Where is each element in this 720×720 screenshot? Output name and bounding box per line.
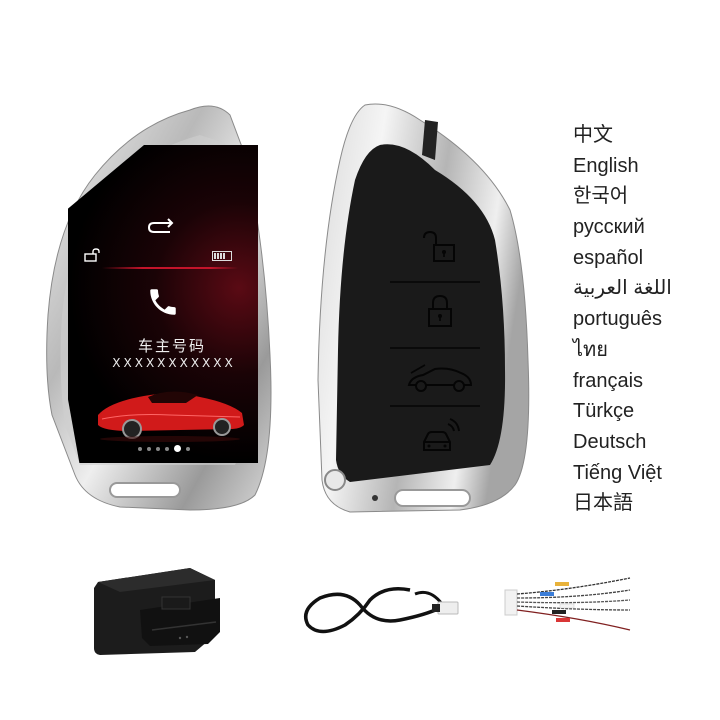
owner-number-value: XXXXXXXXXXX <box>112 356 236 370</box>
language-item: Tiếng Việt <box>573 461 662 484</box>
lock-button[interactable] <box>380 284 500 340</box>
language-item: français <box>573 369 644 392</box>
language-item: español <box>573 246 644 269</box>
button-panel <box>380 220 500 470</box>
owner-number-label: 车主号码 <box>137 337 206 355</box>
page-dot[interactable] <box>147 446 151 451</box>
button-divider <box>390 405 480 407</box>
return-arrow-icon[interactable] <box>146 215 174 242</box>
key-fob-back <box>310 100 540 520</box>
divider-line <box>102 267 238 269</box>
language-item: اللغة العربية <box>573 277 672 300</box>
page-dot[interactable] <box>156 446 160 451</box>
language-item: Deutsch <box>573 430 647 453</box>
usb-cable-icon <box>304 587 459 634</box>
trunk-button[interactable] <box>380 350 500 406</box>
language-item: русский <box>573 216 645 239</box>
language-item: Türkçe <box>573 400 635 423</box>
obd-connector-icon <box>94 568 220 655</box>
car-remote-signal-icon <box>423 418 460 451</box>
unlocked-padlock-icon[interactable] <box>84 248 102 262</box>
language-item: ไทย <box>573 338 608 361</box>
language-item: 日本語 <box>573 492 633 515</box>
page-dot-active[interactable] <box>174 445 181 452</box>
language-list: 中文 English 한국어 русский español اللغة الع… <box>573 120 672 519</box>
language-item: English <box>573 154 639 177</box>
unlocked-padlock-icon <box>423 230 455 262</box>
unlock-button[interactable] <box>380 220 500 276</box>
language-item: 한국어 <box>573 185 629 208</box>
battery-icon <box>212 251 232 261</box>
red-sports-car-image <box>98 391 244 442</box>
wire-harness-icon <box>504 577 631 631</box>
language-item: 中文 <box>573 124 613 146</box>
key-shell-chrome <box>317 103 530 513</box>
button-divider <box>390 281 480 283</box>
page-dot[interactable] <box>165 446 169 451</box>
page-dot[interactable] <box>186 446 190 451</box>
phone-icon[interactable] <box>146 285 180 319</box>
car-trunk-open-icon <box>407 364 473 392</box>
key-fob-front: 车主号码 XXXXXXXXXXX <box>40 95 290 515</box>
locked-padlock-icon <box>428 294 452 327</box>
remote-start-button[interactable] <box>380 410 500 466</box>
language-item: português <box>573 308 662 331</box>
lcd-screen[interactable]: 车主号码 XXXXXXXXXXX <box>68 145 258 463</box>
page-dot[interactable] <box>138 446 142 451</box>
page-indicator[interactable] <box>138 445 190 452</box>
button-divider <box>390 347 480 349</box>
